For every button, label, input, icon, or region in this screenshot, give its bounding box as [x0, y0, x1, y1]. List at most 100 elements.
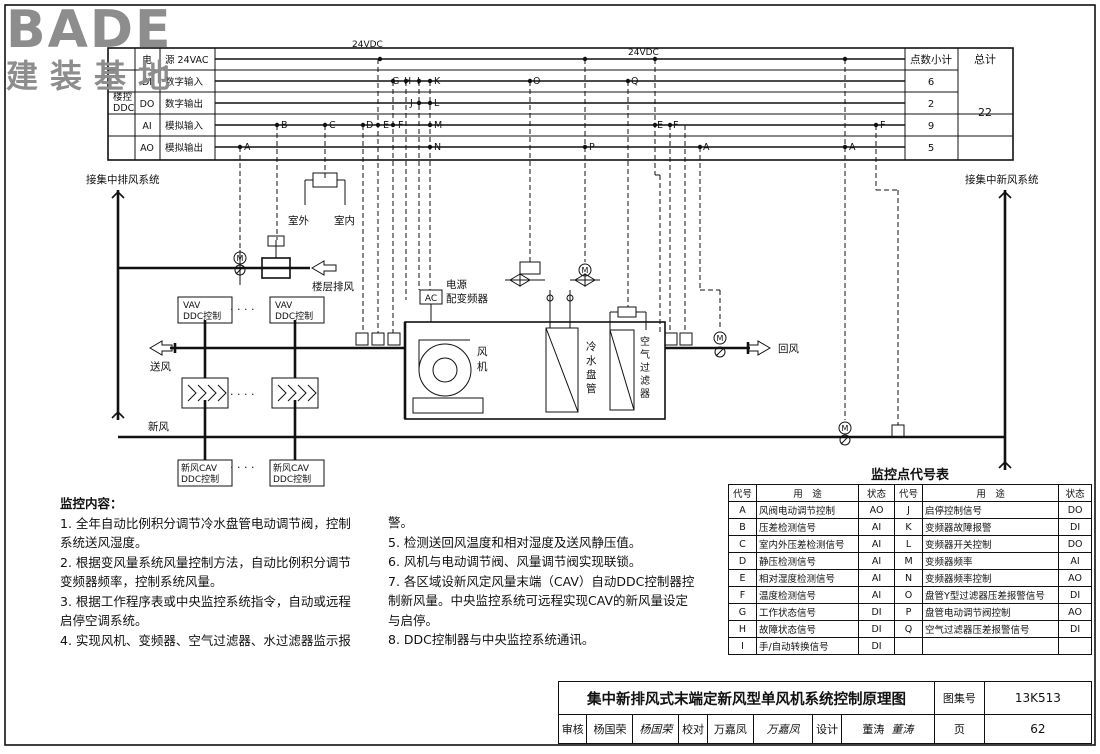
inlet-sensors	[355, 332, 693, 346]
voltage-label-1: 24VDC	[352, 40, 383, 50]
vav1-label-1: VAV	[183, 301, 201, 311]
atlas-label: 图集号	[933, 681, 985, 715]
legend-usage	[922, 637, 1060, 655]
filter-label-4: 滤	[640, 374, 650, 387]
sheet-border	[4, 4, 1096, 746]
io-row-code: DO	[140, 99, 155, 110]
vav-boxes: VAV DDC控制 VAV DDC控制 新风CAV DDC控制 新风CAV DD…	[177, 296, 325, 487]
note-line: 与启停。	[388, 612, 439, 628]
legend-usage: 变频器频率	[922, 552, 1060, 570]
cav1-label-2: DDC控制	[181, 473, 219, 485]
legend-type: AI	[858, 535, 896, 553]
filter-label-2: 气	[640, 348, 650, 361]
legend-usage: 风阀电动调节控制	[755, 501, 860, 519]
legend-code: O	[894, 586, 924, 604]
pt-Q: Q	[631, 76, 638, 87]
legend-type: AI	[1058, 552, 1092, 570]
io-row-subtotal: 9	[928, 121, 934, 132]
title-block: 集中新排风式末端定新风型单风机系统控制原理图 图集号 13K513 审核 杨国荣…	[557, 681, 1093, 744]
legend-code: A	[728, 501, 757, 519]
terminal-units: · · · · · · · · · · · ·	[181, 303, 319, 474]
fan-label-1: 风	[477, 346, 488, 358]
legend-type: AO	[1058, 603, 1092, 621]
voltage-label-2: 24VDC	[628, 48, 659, 58]
note-line: 制新风量。中央监控系统可远程实现CAV的新风量设定	[388, 593, 689, 608]
coil-label-1: 冷	[586, 340, 597, 353]
return-air-label: 回风	[778, 343, 799, 355]
legend-usage: 手/自动转换信号	[755, 637, 860, 655]
vav2-label-2: DDC控制	[275, 310, 313, 322]
legend-type: DI	[1058, 518, 1092, 536]
checker-signature: 万嘉凤	[752, 714, 814, 744]
cav2-label-2: DDC控制	[273, 473, 311, 485]
legend-code: C	[728, 535, 757, 553]
legend-type: DO	[1058, 535, 1092, 553]
pt-N: N	[434, 142, 441, 153]
return-arrow-icon	[747, 340, 771, 356]
vfd-box: AC 电源 配变频器	[419, 278, 488, 322]
power-label: 电源	[446, 278, 467, 291]
legend-type	[1058, 637, 1092, 655]
legend-header: 状态	[1058, 484, 1092, 502]
legend-usage: 工作状态信号	[755, 603, 860, 621]
legend-usage: 相对湿度检测信号	[755, 569, 860, 587]
legend-type: AI	[858, 552, 896, 570]
legend-header: 代号	[728, 484, 757, 502]
supply-arrow-icon	[149, 340, 173, 356]
designer-cell: 董涛 董涛	[840, 714, 935, 744]
pt-O: O	[533, 76, 540, 87]
logo-sub: 建装基地	[6, 57, 183, 95]
io-row-subtotal: 6	[928, 77, 934, 88]
note-line: 4. 实现风机、变频器、空气过滤器、水过滤器监示报	[60, 632, 351, 648]
legend-type: AI	[858, 586, 896, 604]
exhaust-duct: M 楼层排风	[118, 235, 354, 293]
legend-type: AI	[858, 569, 896, 587]
legend-type: DI	[858, 620, 896, 638]
check-label: 校对	[678, 714, 708, 744]
io-row-name: 源 24VAC	[165, 55, 209, 66]
legend-usage: 变频器频率控制	[922, 569, 1060, 587]
coil-label-2: 水	[586, 355, 597, 367]
damper-actuator-icon	[233, 251, 247, 265]
note-line: 8. DDC控制器与中央监控系统通讯。	[388, 632, 595, 647]
legend-usage: 变频器开关控制	[922, 535, 1060, 553]
legend-code: H	[728, 620, 757, 638]
outdoor-label: 室外	[288, 214, 309, 227]
legend-code: F	[728, 586, 757, 604]
io-row-name: 模拟输入	[165, 120, 204, 132]
signal-lines	[239, 59, 899, 425]
legend-header: 用 途	[922, 484, 1060, 502]
pt-L: L	[434, 98, 440, 109]
fan-label-2: 机	[477, 360, 488, 373]
legend-code: P	[894, 603, 924, 621]
fan-icon	[418, 343, 472, 397]
filter-label-5: 器	[640, 388, 650, 400]
fresh-air-duct: 新风 M	[118, 400, 1005, 460]
ac-box-label: AC	[425, 294, 437, 304]
reviewer-name: 杨国荣	[586, 714, 634, 744]
legend-type: AI	[858, 518, 896, 536]
exhaust-system-label: 接集中排风系统	[86, 173, 160, 186]
floor-exhaust-label: 楼层排风	[312, 280, 354, 293]
note-line: 1. 全年自动比例积分调节冷水盘管电动调节阀，控制	[60, 515, 351, 531]
supply-air-label: 送风	[150, 360, 171, 373]
subtotal-header: 点数小计	[910, 53, 952, 66]
vav1-label-2: DDC控制	[183, 310, 221, 322]
logo-brand: BADE	[6, 0, 173, 60]
notes-heading: 监控内容：	[60, 496, 123, 511]
review-label: 审核	[557, 714, 588, 744]
legend-usage: 静压检测信号	[755, 552, 860, 570]
legend-code: B	[728, 518, 757, 536]
io-row-subtotal: 2	[928, 99, 934, 110]
